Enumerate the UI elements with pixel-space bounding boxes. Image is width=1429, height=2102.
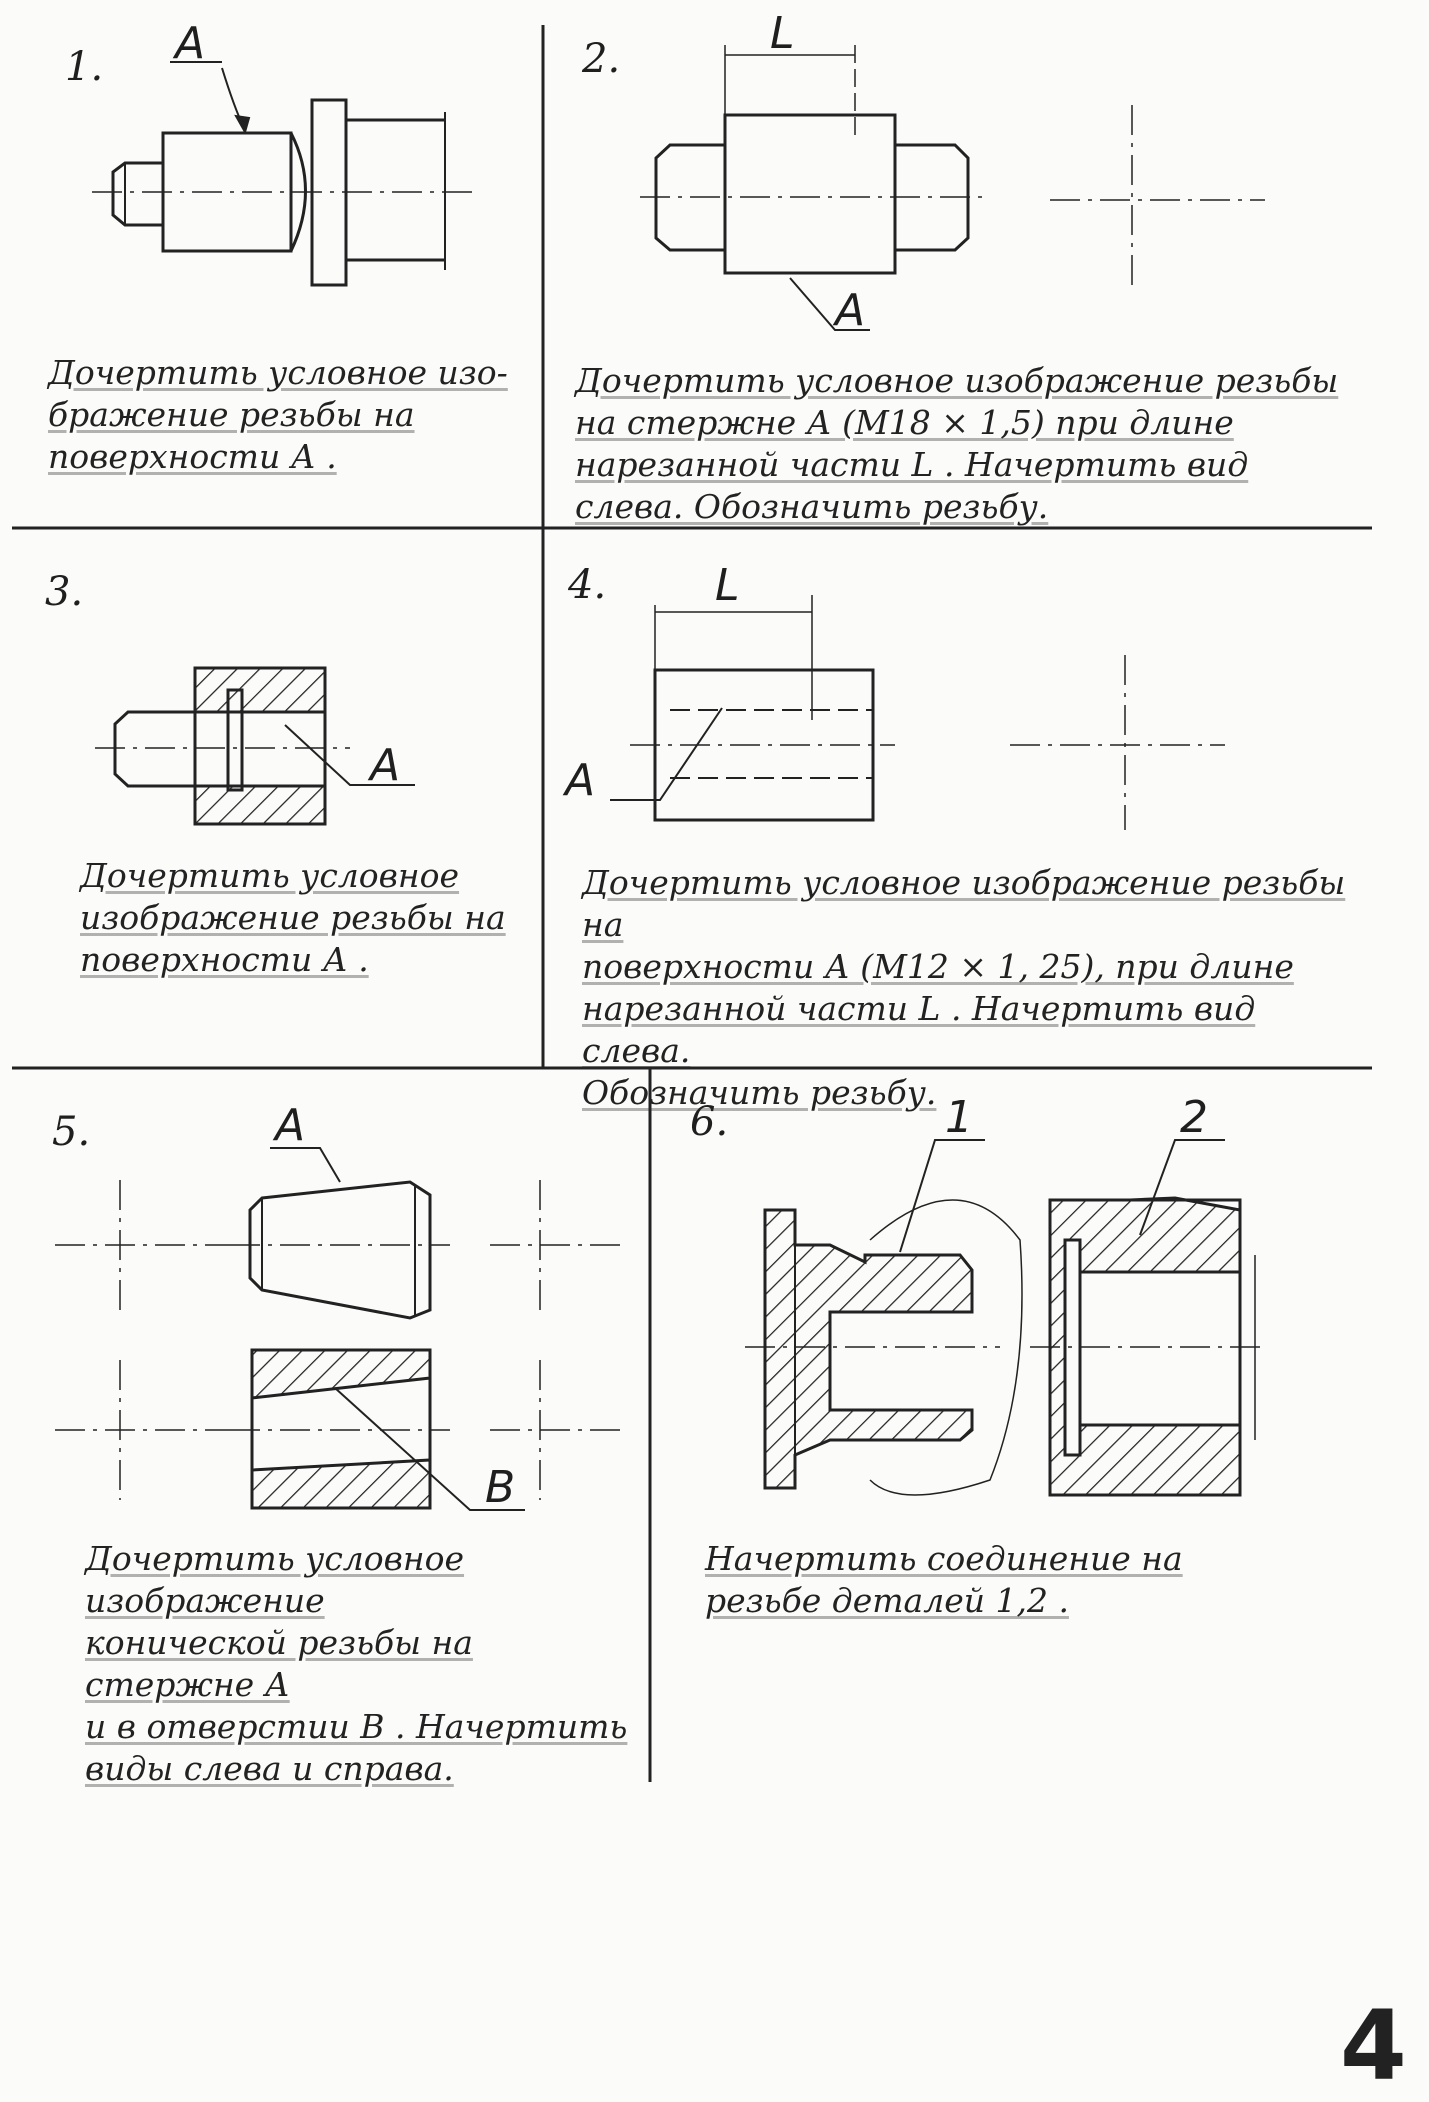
panel-3-number: 3. [45, 569, 83, 615]
panel-6-part-2 [1030, 1139, 1265, 1497]
panel-4-number: 4. [567, 562, 606, 608]
panel-3-label-a: A [367, 740, 400, 791]
panel-2-number: 2. [581, 36, 620, 82]
page-number: 4 [1340, 1990, 1407, 2102]
panel-1-task: Дочертить условное изо-бражение резьбы н… [48, 353, 508, 476]
panel-6-label-1: 1 [945, 1092, 973, 1143]
panel-6-number: 6. [690, 1099, 728, 1145]
panel-4-task: Дочертить условное изображение резьбы на… [582, 863, 1346, 1112]
panel-2-label-a: A [832, 285, 865, 336]
panel-5-label-a: A [272, 1100, 305, 1151]
panel-2-label-l: L [770, 8, 795, 59]
panel-4-label-a: A [562, 755, 595, 806]
panel-5-drawing [55, 1147, 625, 1511]
panel-3-drawing [95, 666, 415, 826]
panel-5-number: 5. [52, 1109, 90, 1155]
panel-2-drawing [640, 45, 1265, 331]
panel-1-number: 1. [65, 44, 103, 90]
panel-6-part-1 [745, 1139, 1023, 1496]
panel-5-label-b: B [485, 1462, 515, 1513]
panel-6-label-2: 2 [1180, 1092, 1208, 1143]
panel-grid [12, 25, 1372, 1782]
panel-4-drawing [610, 595, 1225, 830]
panel-1-leader [170, 61, 251, 135]
panel-1-label-a: A [172, 18, 205, 69]
panel-1-drawing [92, 98, 480, 287]
panel-4-label-l: L [715, 560, 740, 611]
